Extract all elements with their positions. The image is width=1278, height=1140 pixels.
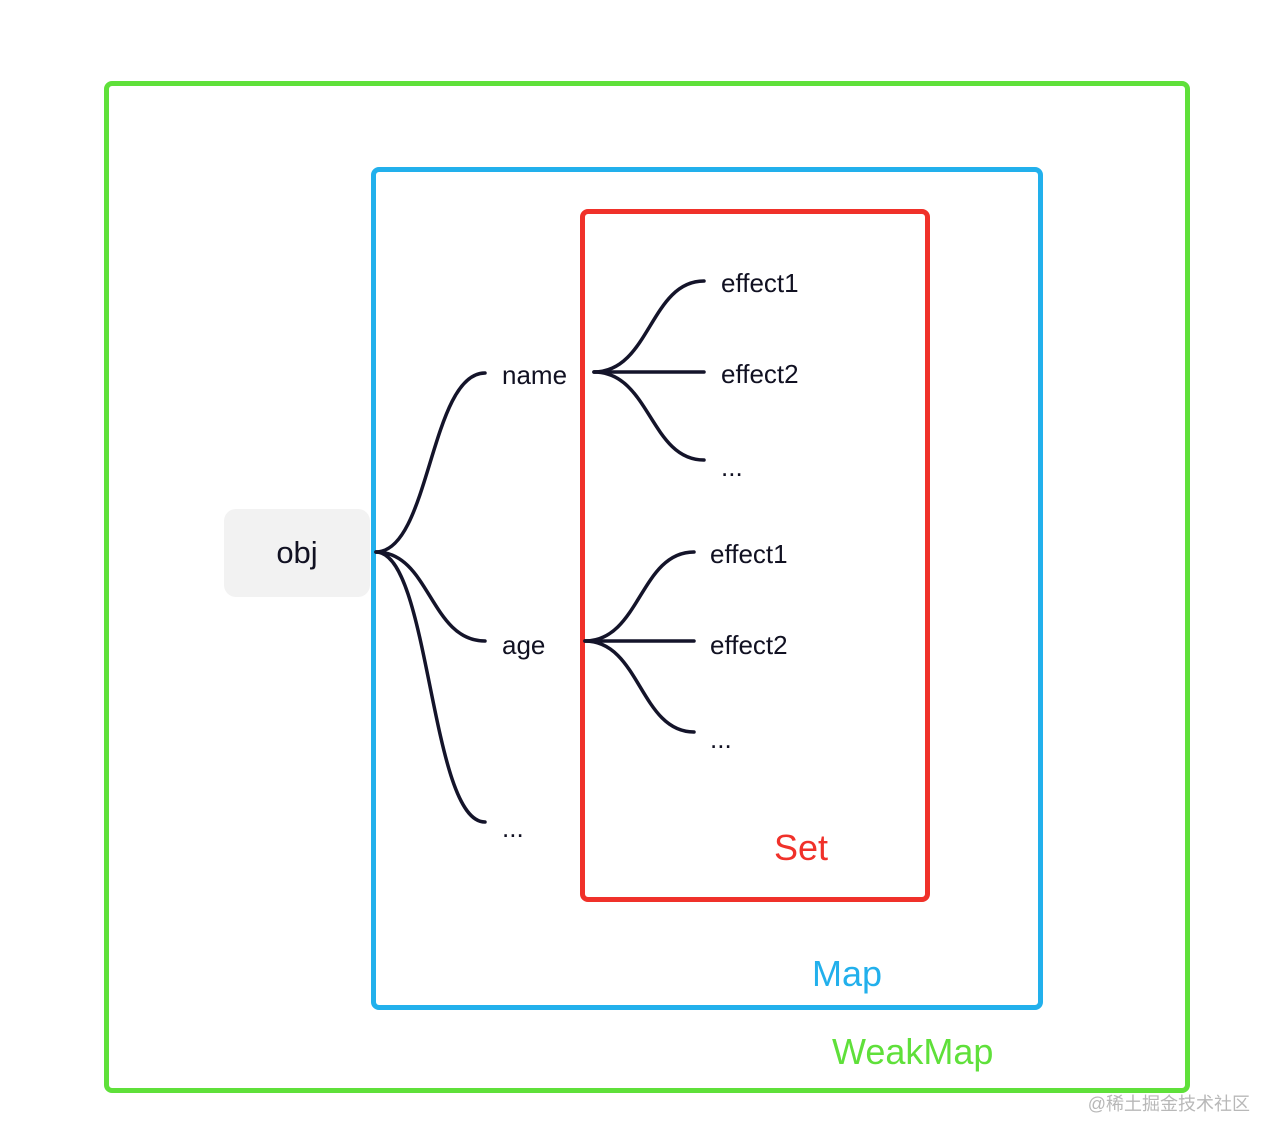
key-node-age: age <box>502 630 546 660</box>
weakmap-label: WeakMap <box>832 1031 994 1072</box>
connector-age-effect1 <box>583 550 696 643</box>
key-node-more: ... <box>502 813 524 843</box>
watermark: @稀土掘金技术社区 <box>1087 1094 1250 1114</box>
connector-age-more <box>583 639 696 734</box>
map-container <box>371 167 1043 1010</box>
age-effect2: effect2 <box>710 630 788 660</box>
connector-obj-more <box>374 550 487 824</box>
connector-obj-name <box>374 371 487 554</box>
key-node-name: name <box>502 360 568 390</box>
map-label: Map <box>812 953 883 994</box>
weakmap-container <box>104 81 1190 1093</box>
name-effect2: effect2 <box>721 359 799 389</box>
set-label: Set <box>774 827 829 868</box>
age-effect1: effect1 <box>710 539 788 569</box>
name-effect1: effect1 <box>721 268 799 298</box>
age-effects-more: ... <box>710 724 732 754</box>
connector-obj-age <box>374 550 487 643</box>
set-container <box>580 209 930 902</box>
name-effects-more: ... <box>721 452 743 482</box>
connector-name-more <box>592 370 706 462</box>
connector-name-effect1 <box>592 279 706 374</box>
root-node-obj: obj <box>224 509 370 597</box>
